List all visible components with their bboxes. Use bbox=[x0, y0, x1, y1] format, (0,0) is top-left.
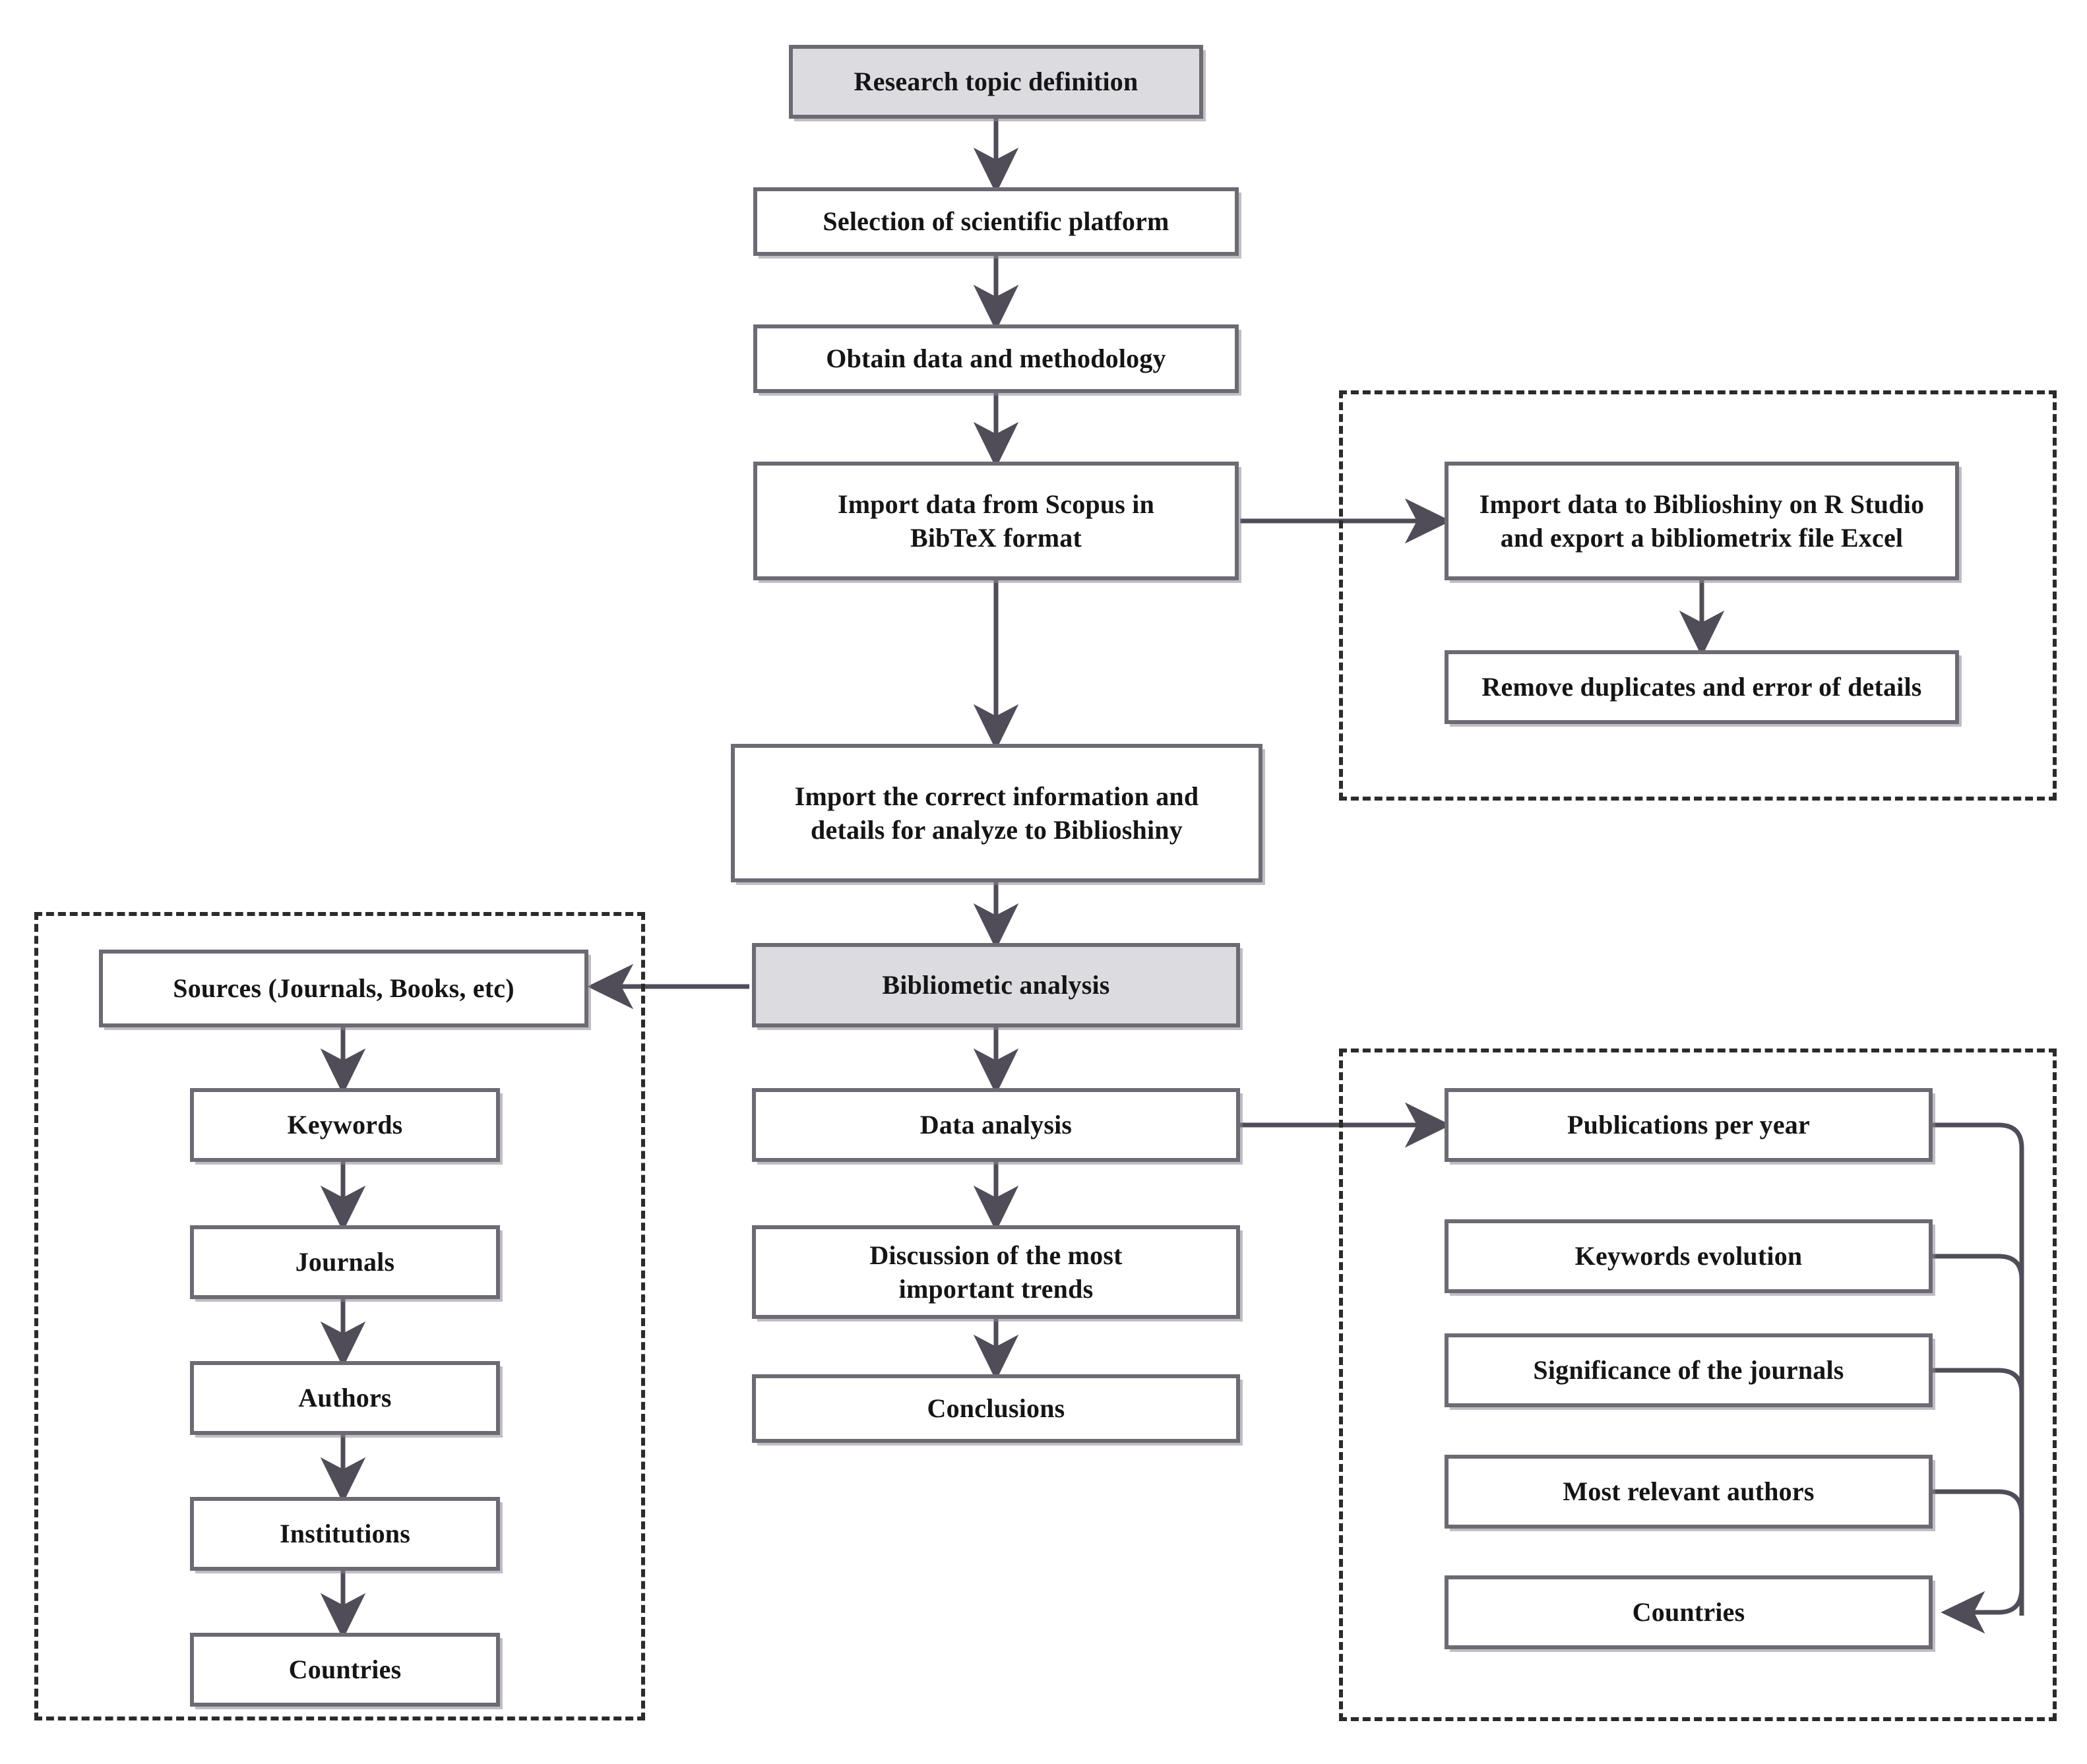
node-journals[interactable]: Journals bbox=[190, 1225, 500, 1299]
node-sources[interactable]: Sources (Journals, Books, etc) bbox=[99, 950, 588, 1027]
node-institutions[interactable]: Institutions bbox=[190, 1497, 500, 1571]
node-label: Publications per year bbox=[1567, 1110, 1810, 1140]
node-countries-right[interactable]: Countries bbox=[1445, 1575, 1933, 1649]
node-research-topic-definition[interactable]: Research topic definition bbox=[789, 45, 1203, 119]
node-conclusions[interactable]: Conclusions bbox=[752, 1374, 1240, 1443]
node-label: Remove duplicates and error of details bbox=[1481, 672, 1922, 702]
edge-significance-to-trunk bbox=[1933, 1368, 2024, 1394]
node-label: Data analysis bbox=[919, 1110, 1073, 1140]
node-label: Conclusions bbox=[927, 1393, 1065, 1424]
node-label: Keywords evolution bbox=[1574, 1241, 1803, 1271]
node-keywords-evolution[interactable]: Keywords evolution bbox=[1445, 1219, 1933, 1293]
node-selection-of-scientific-platform[interactable]: Selection of scientific platform bbox=[753, 187, 1239, 256]
node-label: Sources (Journals, Books, etc) bbox=[173, 973, 514, 1004]
node-data-analysis[interactable]: Data analysis bbox=[752, 1088, 1240, 1162]
node-label: Authors bbox=[298, 1383, 392, 1413]
node-label: Most relevant authors bbox=[1563, 1476, 1815, 1507]
node-label: Keywords bbox=[287, 1110, 403, 1140]
node-obtain-data-and-methodology[interactable]: Obtain data and methodology bbox=[753, 324, 1239, 393]
node-label: Bibliometic analysis bbox=[882, 970, 1110, 1000]
node-bibliometic-analysis[interactable]: Bibliometic analysis bbox=[752, 943, 1240, 1027]
node-authors[interactable]: Authors bbox=[190, 1361, 500, 1435]
node-label: Obtain data and methodology bbox=[826, 344, 1166, 374]
edge-keywords-evolution-to-trunk bbox=[1933, 1254, 2024, 1280]
node-import-to-biblioshiny[interactable]: Import data to Biblioshiny on R Studio a… bbox=[1445, 462, 1959, 580]
node-label: Significance of the journals bbox=[1533, 1355, 1844, 1385]
node-label: Selection of scientific platform bbox=[823, 206, 1169, 237]
node-publications-per-year[interactable]: Publications per year bbox=[1445, 1088, 1933, 1162]
node-label: Countries bbox=[288, 1655, 402, 1685]
node-label: Discussion of the most important trends bbox=[869, 1240, 1123, 1304]
node-label: Research topic definition bbox=[854, 67, 1138, 97]
node-label: Import data from Scopus in BibTeX format bbox=[837, 489, 1155, 553]
node-significance-of-journals[interactable]: Significance of the journals bbox=[1445, 1333, 1933, 1407]
node-label: Import data to Biblioshiny on R Studio a… bbox=[1479, 489, 1925, 553]
node-most-relevant-authors[interactable]: Most relevant authors bbox=[1445, 1455, 1933, 1529]
node-label: Journals bbox=[295, 1247, 395, 1277]
node-label: Import the correct information and detai… bbox=[794, 781, 1199, 845]
node-import-correct-information[interactable]: Import the correct information and detai… bbox=[731, 744, 1262, 882]
node-import-data-from-scopus[interactable]: Import data from Scopus in BibTeX format bbox=[753, 462, 1239, 580]
node-label: Countries bbox=[1632, 1597, 1745, 1627]
node-discussion-of-trends[interactable]: Discussion of the most important trends bbox=[752, 1225, 1240, 1319]
edge-trunk-to-countries bbox=[1941, 1587, 2024, 1634]
node-remove-duplicates[interactable]: Remove duplicates and error of details bbox=[1445, 650, 1959, 724]
edge-most-relevant-to-trunk bbox=[1933, 1489, 2024, 1515]
node-label: Institutions bbox=[279, 1519, 411, 1549]
node-keywords[interactable]: Keywords bbox=[190, 1088, 500, 1162]
node-countries-left[interactable]: Countries bbox=[190, 1633, 500, 1707]
edge-publications-to-trunk bbox=[1933, 1122, 2024, 1616]
